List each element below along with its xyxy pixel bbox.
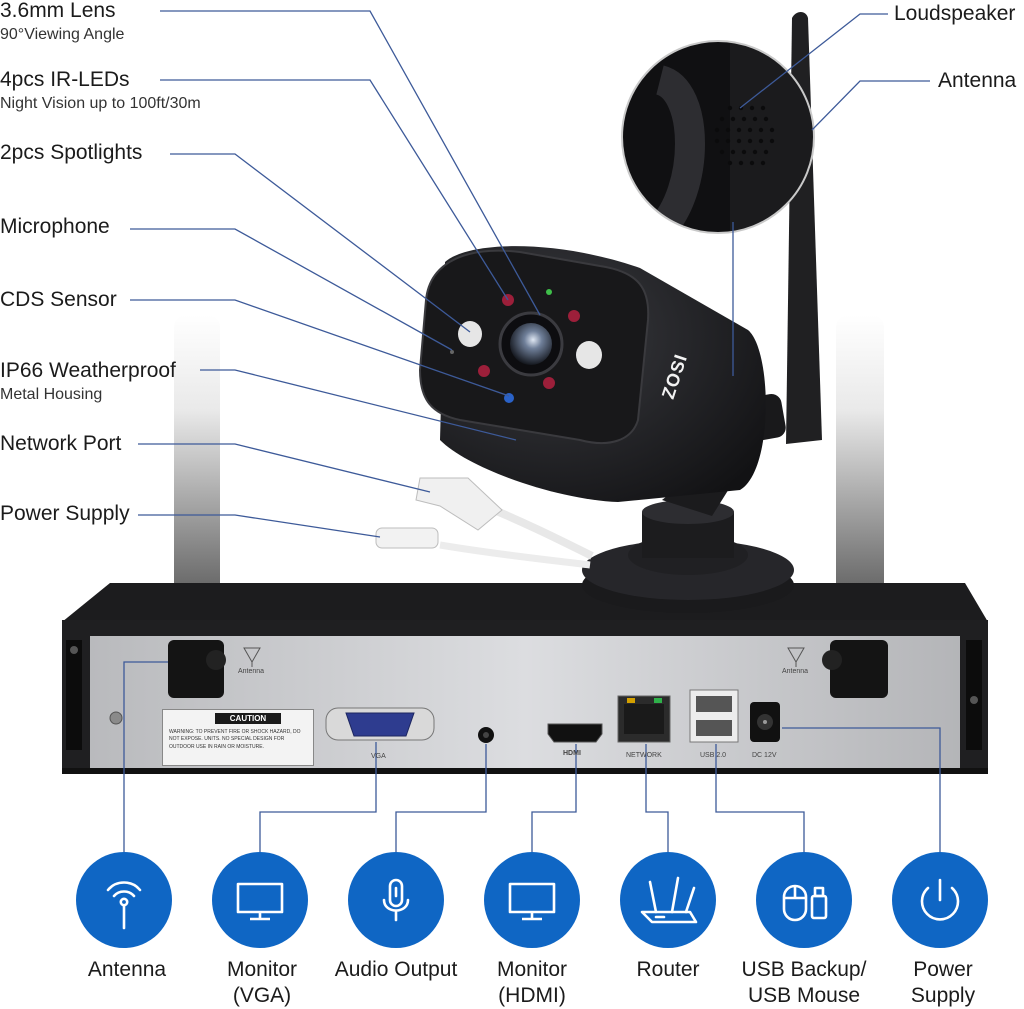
router-icon: [640, 876, 698, 924]
connection-audio-output-label: Audio Output: [334, 958, 458, 981]
connection-power-supply-label: Power Supply: [910, 958, 976, 1007]
connection-monitor-vga: [212, 852, 308, 948]
microphone-icon: [382, 878, 410, 922]
callout-power-supply-title: Power Supply: [0, 502, 130, 525]
nvr-label-hdmi: HDMI: [563, 750, 581, 757]
leader-conn-usb: [715, 744, 805, 852]
connection-router-label: Router: [636, 958, 700, 981]
leader-cds-sensor: [130, 299, 510, 397]
callout-microphone-title: Microphone: [0, 215, 110, 238]
leader-weatherproof: [200, 369, 517, 441]
callout-weatherproof-subtitle: Metal Housing: [0, 386, 103, 403]
loudspeaker-zoom: [621, 40, 815, 234]
leader-conn-audio: [395, 744, 487, 852]
callout-ir-leds-subtitle: Night Vision up to 100ft/30m: [0, 95, 201, 112]
leader-ir-leds: [160, 79, 509, 301]
leader-spotlights: [170, 153, 471, 333]
wifi-antenna-icon: [106, 881, 142, 930]
leader-lens: [160, 10, 541, 316]
leader-antenna: [811, 80, 930, 131]
connection-monitor-vga-label: Monitor (VGA): [226, 958, 298, 1007]
nvr-label-network: NETWORK: [626, 752, 662, 759]
leader-network-port: [138, 443, 431, 493]
connection-antenna: [76, 852, 172, 948]
callout-weatherproof-title: IP66 Weatherproof: [0, 359, 176, 382]
callout-weatherproof: IP66 Weatherproof Metal Housing: [0, 360, 176, 403]
leader-conn-power: [782, 727, 941, 852]
connection-audio-output: [348, 852, 444, 948]
callout-power-supply: Power Supply: [0, 503, 130, 524]
callout-microphone: Microphone: [0, 216, 110, 237]
leader-microphone: [130, 228, 453, 351]
callout-network-port: Network Port: [0, 433, 121, 454]
callout-antenna: Antenna: [938, 70, 1016, 91]
caution-title: CAUTION: [215, 713, 281, 724]
camera-body: [418, 246, 766, 502]
callout-lens: 3.6mm Lens 90°Viewing Angle: [0, 0, 124, 43]
caution-text: WARNING: TO PREVENT FIRE OR SHOCK HAZARD…: [169, 729, 301, 750]
speaker-grille: [714, 105, 775, 166]
camera-cables: [375, 477, 594, 569]
callout-spotlights: 2pcs Spotlights: [0, 142, 142, 163]
leader-lines: [123, 10, 941, 852]
monitor-icon: [508, 882, 556, 921]
monitor-icon: [236, 882, 284, 921]
connection-monitor-hdmi: [484, 852, 580, 948]
callout-cds-sensor: CDS Sensor: [0, 289, 117, 310]
callout-ir-leds: 4pcs IR-LEDs Night Vision up to 100ft/30…: [0, 69, 201, 112]
nvr-label-usb: USB 2.0: [700, 752, 727, 759]
leader-loudspeaker: [739, 13, 888, 109]
callout-spotlights-title: 2pcs Spotlights: [0, 141, 143, 164]
callout-antenna-title: Antenna: [938, 69, 1017, 92]
caution-sticker: CAUTION WARNING: TO PREVENT FIRE OR SHOC…: [162, 709, 314, 766]
power-icon: [920, 878, 960, 921]
callout-lens-subtitle: 90°Viewing Angle: [0, 26, 125, 43]
connection-router: [620, 852, 716, 948]
nvr-label-dc: DC 12V: [752, 752, 777, 759]
callout-loudspeaker: Loudspeaker: [894, 3, 1015, 24]
connection-antenna-label: Antenna: [87, 958, 167, 981]
connection-power-supply: [892, 852, 988, 948]
leader-conn-hdmi: [531, 744, 577, 852]
leader-power-supply: [138, 514, 381, 538]
nvr-label-antenna-right: Antenna: [782, 668, 809, 675]
leader-conn-vga: [259, 742, 377, 852]
callout-ir-leds-title: 4pcs IR-LEDs: [0, 68, 130, 91]
leader-conn-router: [645, 744, 669, 852]
nvr-label-antenna-left: Antenna: [238, 668, 265, 675]
mouse-usb-icon: [782, 884, 828, 922]
callout-loudspeaker-title: Loudspeaker: [894, 2, 1016, 25]
connection-usb-label: USB Backup/ USB Mouse: [741, 958, 867, 1007]
callout-cds-sensor-title: CDS Sensor: [0, 288, 117, 311]
connection-monitor-hdmi-label: Monitor (HDMI): [496, 958, 568, 1007]
leader-conn-antenna: [123, 661, 168, 852]
callout-network-port-title: Network Port: [0, 432, 122, 455]
connection-usb: [756, 852, 852, 948]
callout-lens-title: 3.6mm Lens: [0, 0, 116, 22]
camera-mount: [582, 470, 794, 613]
nvr-label-vga: VGA: [371, 753, 386, 760]
nvr-recorder: [62, 583, 988, 774]
